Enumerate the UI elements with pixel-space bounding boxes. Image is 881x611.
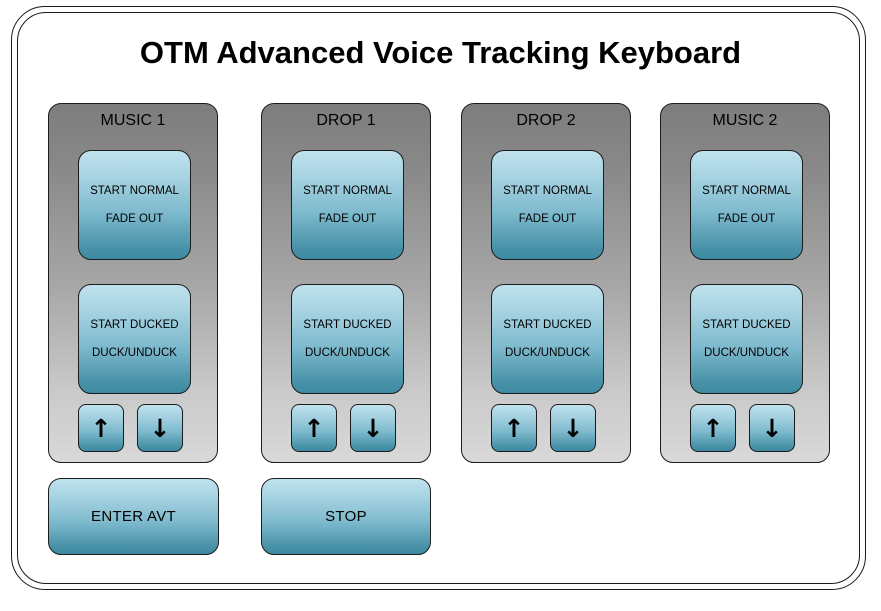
arrow-down-icon-button[interactable]: ↓: [550, 404, 596, 452]
channel-title: DROP 1: [316, 112, 376, 129]
arrow-up-icon: ↑: [303, 413, 325, 443]
button-line-1: START DUCKED: [503, 319, 592, 331]
button-line-2: FADE OUT: [318, 213, 377, 225]
button-line-2: DUCK/UNDUCK: [505, 347, 590, 359]
arrow-up-icon-button[interactable]: ↑: [491, 404, 537, 452]
stop-label: STOP: [325, 508, 367, 525]
arrow-down-icon: ↓: [362, 413, 384, 443]
arrow-down-icon: ↓: [562, 413, 584, 443]
channel-panel-music-1[interactable]: MUSIC 1 START NORMAL FADE OUT START DUCK…: [48, 103, 218, 463]
arrow-up-icon-button[interactable]: ↑: [78, 404, 124, 452]
button-line-2: FADE OUT: [105, 213, 164, 225]
arrow-up-icon-button[interactable]: ↑: [291, 404, 337, 452]
button-line-2: DUCK/UNDUCK: [704, 347, 789, 359]
enter-avt-button[interactable]: ENTER AVT: [48, 478, 219, 555]
button-line-1: START DUCKED: [702, 319, 791, 331]
page-title: OTM Advanced Voice Tracking Keyboard: [139, 35, 742, 70]
enter-avt-label: ENTER AVT: [91, 508, 176, 525]
channel-title: DROP 2: [516, 112, 576, 129]
button-line-1: START NORMAL: [303, 185, 392, 197]
channel-panel-music-2[interactable]: MUSIC 2 START NORMAL FADE OUT START DUCK…: [660, 103, 830, 463]
button-line-1: START NORMAL: [702, 185, 791, 197]
button-line-1: START DUCKED: [90, 319, 179, 331]
start-normal-fade-out-button[interactable]: START NORMAL FADE OUT: [690, 150, 803, 260]
start-ducked-duck-unduck-button[interactable]: START DUCKED DUCK/UNDUCK: [291, 284, 404, 394]
button-line-2: DUCK/UNDUCK: [305, 347, 390, 359]
channel-title: MUSIC 2: [712, 112, 778, 129]
arrow-up-icon: ↑: [90, 413, 112, 443]
start-ducked-duck-unduck-button[interactable]: START DUCKED DUCK/UNDUCK: [690, 284, 803, 394]
arrow-up-icon: ↑: [702, 413, 724, 443]
button-line-1: START NORMAL: [503, 185, 592, 197]
start-ducked-duck-unduck-button[interactable]: START DUCKED DUCK/UNDUCK: [491, 284, 604, 394]
arrow-up-icon-button[interactable]: ↑: [690, 404, 736, 452]
arrow-down-icon-button[interactable]: ↓: [350, 404, 396, 452]
arrow-down-icon-button[interactable]: ↓: [137, 404, 183, 452]
arrow-down-icon: ↓: [149, 413, 171, 443]
button-line-1: START DUCKED: [303, 319, 392, 331]
button-line-2: FADE OUT: [717, 213, 776, 225]
button-line-2: DUCK/UNDUCK: [92, 347, 177, 359]
start-normal-fade-out-button[interactable]: START NORMAL FADE OUT: [291, 150, 404, 260]
button-line-2: FADE OUT: [518, 213, 577, 225]
start-normal-fade-out-button[interactable]: START NORMAL FADE OUT: [491, 150, 604, 260]
arrow-up-icon: ↑: [503, 413, 525, 443]
start-ducked-duck-unduck-button[interactable]: START DUCKED DUCK/UNDUCK: [78, 284, 191, 394]
channel-title: MUSIC 1: [100, 112, 166, 129]
button-line-1: START NORMAL: [90, 185, 179, 197]
arrow-down-icon: ↓: [761, 413, 783, 443]
channel-panel-drop-1[interactable]: DROP 1 START NORMAL FADE OUT START DUCKE…: [261, 103, 431, 463]
stop-button[interactable]: STOP: [261, 478, 431, 555]
start-normal-fade-out-button[interactable]: START NORMAL FADE OUT: [78, 150, 191, 260]
channel-panel-drop-2[interactable]: DROP 2 START NORMAL FADE OUT START DUCKE…: [461, 103, 631, 463]
arrow-down-icon-button[interactable]: ↓: [749, 404, 795, 452]
